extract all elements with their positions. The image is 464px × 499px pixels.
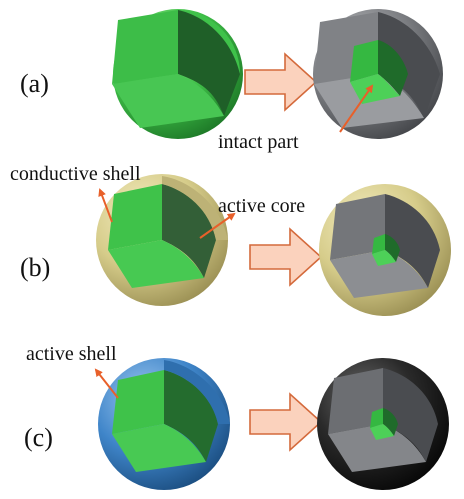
row-b	[96, 174, 451, 316]
panel-label-c: (c)	[24, 423, 53, 452]
row-a	[112, 9, 443, 139]
fresh-active-sphere-a	[112, 9, 243, 139]
spent-core-shell-sphere-b	[319, 184, 451, 316]
core-shell-sphere-b	[96, 174, 228, 306]
active-core-label: active core	[218, 195, 305, 217]
row-c	[94, 358, 449, 490]
intact-part-pointer	[339, 84, 374, 133]
conductive-shell-pointer	[98, 188, 113, 223]
process-arrow-a	[244, 52, 318, 112]
spent-sphere-a	[313, 9, 443, 139]
active-core-pointer	[199, 212, 236, 239]
spent-dark-shell-sphere-c	[317, 358, 449, 490]
conductive-shell-label: conductive shell	[10, 163, 141, 185]
active-shell-label: active shell	[26, 343, 117, 365]
panel-label-a: (a)	[20, 69, 49, 98]
panel-label-b: (b)	[20, 253, 50, 282]
intact-part-label: intact part	[218, 131, 299, 153]
active-shell-pointer	[94, 368, 119, 399]
process-arrow-b	[249, 227, 323, 287]
active-shell-sphere-c	[98, 358, 230, 490]
process-arrow-c	[249, 392, 323, 452]
